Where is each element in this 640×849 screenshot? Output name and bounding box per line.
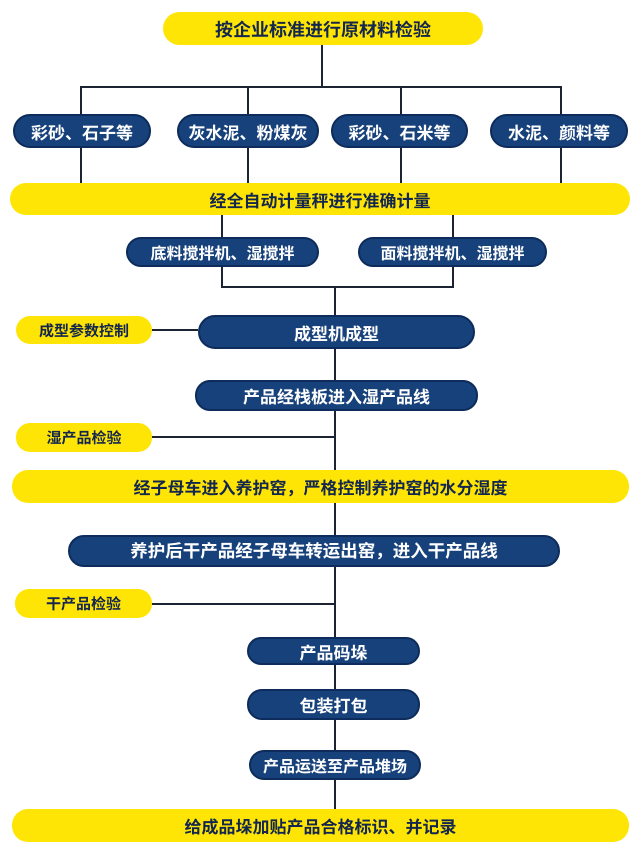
connector-forming-wetline: [334, 349, 336, 380]
connector-branch-material-4: [560, 86, 562, 114]
node-material-2: 灰水泥、粉煤灰: [177, 114, 319, 148]
node-dry-inspection: 干产品检验: [15, 589, 152, 618]
node-forming-control: 成型参数控制: [16, 316, 152, 344]
connector-forming-control: [152, 329, 198, 331]
node-title: 按企业标准进行原材料检验: [163, 12, 483, 45]
connector-branch-horizontal: [80, 86, 562, 88]
node-dry-line: 养护后干产品经子母车转运出窑，进入干产品线: [68, 535, 560, 567]
node-mixer-1: 底料搅拌机、湿搅拌: [126, 237, 319, 267]
node-curing: 经子母车进入养护窑，严格控制养护窑的水分湿度: [12, 470, 629, 503]
connector-mixer-1-down: [221, 267, 223, 288]
connector-stacking-packing: [334, 665, 336, 689]
connector-title-down: [321, 45, 323, 87]
connector-branch-material-3: [400, 86, 402, 114]
connector-material-3-weighing: [400, 148, 402, 183]
connector-branch-material-1: [80, 86, 82, 114]
connector-transport-labeling: [334, 780, 336, 809]
connector-branch-material-2: [247, 86, 249, 114]
connector-mixer-2-down: [452, 267, 454, 288]
connector-curing-dryline: [334, 503, 336, 535]
connector-material-2-weighing: [247, 148, 249, 183]
node-mixer-2: 面料搅拌机、湿搅拌: [358, 237, 547, 267]
connector-weighing-mixer-2: [452, 215, 454, 237]
connector-packing-transport: [334, 720, 336, 750]
node-labeling: 给成品垛加贴产品合格标识、并记录: [12, 809, 629, 842]
connector-join-forming: [334, 286, 336, 315]
connector-mixers-join: [221, 286, 454, 288]
node-material-3: 彩砂、石米等: [331, 114, 468, 148]
connector-dry-inspection: [152, 603, 334, 605]
connector-material-1-weighing: [80, 148, 82, 183]
node-forming: 成型机成型: [198, 315, 475, 349]
node-weighing: 经全自动计量秤进行准确计量: [10, 183, 630, 215]
node-transport: 产品运送至产品堆场: [249, 750, 421, 780]
connector-dryline-stacking: [334, 567, 336, 637]
connector-wet-inspection: [152, 436, 334, 438]
node-material-1: 彩砂、石子等: [13, 114, 151, 148]
node-material-4: 水泥、颜料等: [490, 114, 628, 148]
connector-wetline-curing: [334, 411, 336, 470]
connector-material-4-weighing: [560, 148, 562, 183]
node-packing: 包装打包: [247, 689, 420, 720]
node-stacking: 产品码垛: [247, 637, 420, 665]
connector-weighing-mixer-1: [221, 215, 223, 237]
node-wet-inspection: 湿产品检验: [16, 423, 152, 452]
node-wet-line: 产品经栈板进入湿产品线: [195, 380, 478, 411]
